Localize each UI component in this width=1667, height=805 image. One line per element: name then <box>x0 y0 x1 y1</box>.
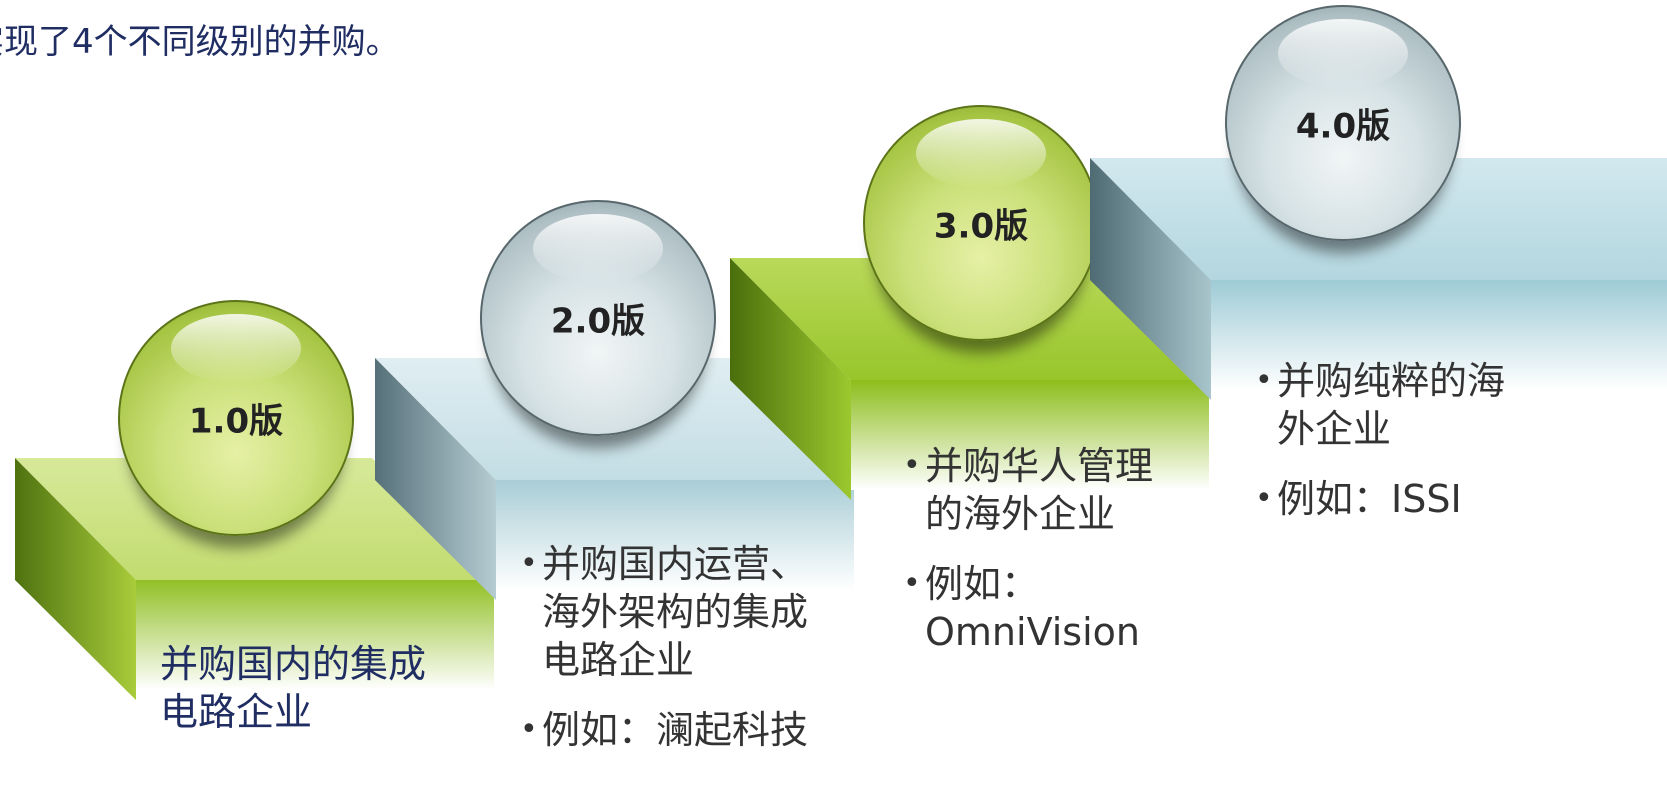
version-sphere-4: 4.0版 <box>1225 5 1461 241</box>
version-sphere-2: 2.0版 <box>480 200 716 436</box>
version-label-4: 4.0版 <box>1295 106 1391 147</box>
step-3-bullets: 并购华人管理的海外企业 例如：OmniVision <box>903 442 1173 678</box>
step-2-bullets: 并购国内运营、海外架构的集成电路企业 例如：澜起科技 <box>520 540 825 776</box>
intro-text: 实现了4个不同级别的并购。 <box>0 22 400 62</box>
step-3-bullet-2: 例如：OmniVision <box>903 560 1173 656</box>
step-4-bullets: 并购纯粹的海外企业 例如：ISSI <box>1255 357 1530 545</box>
step-1-block <box>15 458 494 700</box>
step-1-description: 并购国内的集成电路企业 <box>160 642 427 734</box>
step-2-bullet-2: 例如：澜起科技 <box>520 706 825 754</box>
version-label-1: 1.0版 <box>188 401 284 442</box>
step-4-bullet-2: 例如：ISSI <box>1255 475 1530 523</box>
step-4-bullet-1: 并购纯粹的海外企业 <box>1255 357 1530 453</box>
step-3-bullet-1: 并购华人管理的海外企业 <box>903 442 1173 538</box>
step-2-bullet-1: 并购国内运营、海外架构的集成电路企业 <box>520 540 825 684</box>
version-label-2: 2.0版 <box>550 301 646 342</box>
version-sphere-3: 3.0版 <box>863 105 1099 341</box>
version-sphere-1: 1.0版 <box>118 300 354 536</box>
version-label-3: 3.0版 <box>933 206 1029 247</box>
